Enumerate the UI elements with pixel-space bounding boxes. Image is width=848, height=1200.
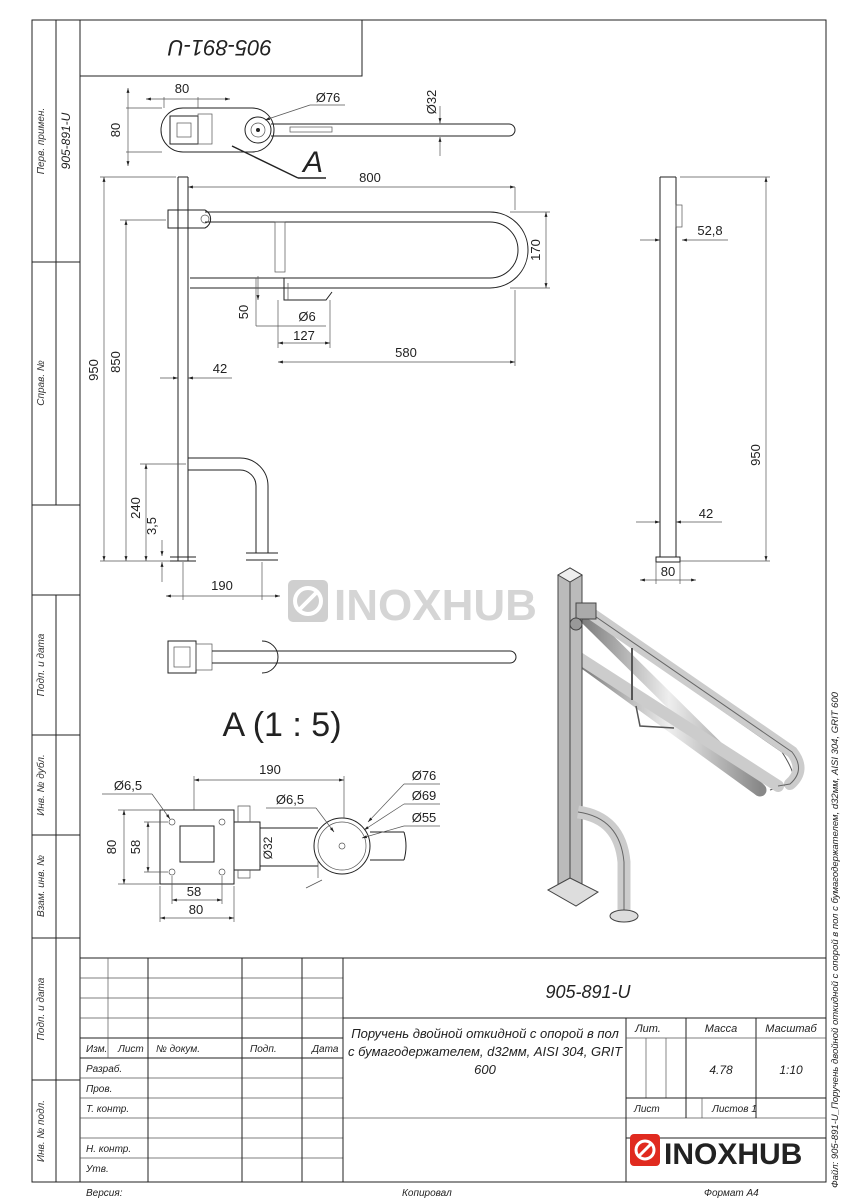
section-detail: 190 Ø6,5 Ø6,5 Ø76 Ø69 Ø55 Ø32 80 58 58 8 [102, 762, 440, 922]
lit-label: Лит. [634, 1023, 661, 1035]
dim-detail-d65a: Ø6,5 [114, 778, 142, 793]
role-tkontr: Т. контр. [86, 1104, 129, 1115]
dim-side-80: 80 [661, 564, 675, 579]
dim-top-80-v: 80 [108, 123, 123, 137]
rotated-drawing-number: 905-891-U [168, 35, 272, 60]
sheets-label: Листов 1 [711, 1104, 757, 1115]
side-file-note: Файл: 905-891-U_Поручень двойной откидно… [830, 691, 841, 1188]
left-margin-table: Перв. примен. 905-891-U Справ. № Подп. и… [32, 20, 80, 1182]
front-view: 800 170 50 Ø6 127 580 42 950 850 240 3,5 [86, 170, 550, 600]
dim-front-35: 3,5 [144, 517, 159, 535]
isometric-view [546, 567, 805, 923]
dim-front-d6: Ø6 [298, 309, 315, 324]
dim-front-170: 170 [528, 239, 543, 261]
scale-value: 1:10 [779, 1063, 803, 1077]
rotated-number-box [79, 19, 363, 77]
dim-detail-58: 58 [128, 840, 143, 854]
dim-side-950: 950 [748, 444, 763, 466]
title-code: 905-891-U [545, 982, 631, 1002]
footer-copied: Копировал [402, 1188, 452, 1199]
dim-top-d32: Ø32 [424, 90, 439, 115]
col-doc: № докум. [156, 1044, 200, 1055]
brand-text: INOXHUB [664, 1138, 802, 1171]
margin-label-2: Справ. № [36, 360, 47, 406]
dim-top-80: 80 [175, 81, 189, 96]
margin-label-5: Взам. инв. № [36, 855, 47, 917]
margin-label-3: Подп. и дата [36, 633, 47, 696]
dim-front-190: 190 [211, 578, 233, 593]
role-utv: Утв. [85, 1164, 109, 1175]
sheet-frame [31, 19, 827, 1183]
top-view: 80 80 Ø76 Ø32 A [108, 81, 516, 179]
dim-detail-d55: Ø55 [412, 810, 437, 825]
mass-value: 4.78 [709, 1063, 733, 1077]
dim-top-d76: Ø76 [316, 90, 341, 105]
dim-detail-80b: 80 [189, 902, 203, 917]
footer-format: Формат A4 [704, 1188, 759, 1199]
dim-detail-58b: 58 [187, 884, 201, 899]
dim-front-800: 800 [359, 170, 381, 185]
margin-label-4: Инв. № дубл. [35, 754, 47, 816]
role-nkontr: Н. контр. [86, 1144, 131, 1155]
role-prov: Пров. [86, 1084, 112, 1095]
margin-label-6: Подп. и дата [36, 977, 47, 1040]
col-izm: Изм. [86, 1044, 107, 1055]
dim-detail-80: 80 [104, 840, 119, 854]
dim-side-528: 52,8 [697, 223, 722, 238]
dim-front-127: 127 [293, 328, 315, 343]
col-date: Дата [311, 1044, 339, 1055]
mass-label: Масса [705, 1023, 738, 1035]
margin-label-1: Перв. примен. [36, 108, 47, 174]
dim-front-42: 42 [213, 361, 227, 376]
plan-view [167, 640, 517, 674]
col-sign: Подп. [250, 1044, 277, 1055]
margin-label-7: Инв. № подл. [36, 1100, 47, 1162]
dim-detail-d76: Ø76 [412, 768, 437, 783]
col-list: Лист [117, 1044, 144, 1055]
dim-front-950: 950 [86, 359, 101, 381]
section-marker: A [301, 146, 323, 179]
watermark: INOXHUB [288, 580, 537, 630]
sheet-label: Лист [633, 1104, 660, 1115]
scale-label: Масштаб [765, 1023, 817, 1035]
margin-value: 905-891-U [59, 112, 73, 169]
section-view-title: A (1 : 5) [222, 706, 341, 744]
dim-detail-d32: Ø32 [261, 836, 275, 859]
dim-front-50: 50 [236, 305, 251, 319]
dim-detail-d65b: Ø6,5 [276, 792, 304, 807]
title-block: 905-891-U Изм. Лист № докум. Подп. Дата … [80, 957, 826, 1182]
title-description: Поручень двойной откидной с опорой в пол… [348, 1026, 623, 1077]
footer-version: Версия: [86, 1188, 123, 1199]
dim-detail-d69: Ø69 [412, 788, 437, 803]
dim-front-850: 850 [108, 351, 123, 373]
watermark-text: INOXHUB [334, 581, 537, 630]
role-razrab: Разраб. [86, 1063, 122, 1075]
dim-side-42: 42 [699, 506, 713, 521]
dim-front-580: 580 [395, 345, 417, 360]
dim-detail-190: 190 [259, 762, 281, 777]
side-view: 52,8 950 42 80 [636, 176, 770, 584]
dim-front-240: 240 [128, 497, 143, 519]
